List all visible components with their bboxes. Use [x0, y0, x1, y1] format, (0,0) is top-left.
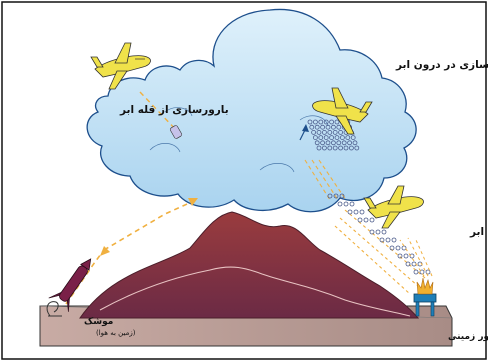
ice-particle — [391, 237, 397, 243]
ice-particle — [349, 201, 355, 207]
rocket-path-arrowhead — [188, 198, 198, 206]
mountain-icon — [79, 211, 420, 319]
ice-particle — [321, 129, 327, 135]
ice-particle — [329, 135, 335, 141]
ice-particle — [314, 124, 320, 130]
label-cloud-top: بارورسازی از قله ابر — [119, 104, 229, 116]
ice-particle — [312, 119, 318, 125]
ice-particle — [318, 119, 324, 125]
ice-particle — [332, 129, 338, 135]
airplane-icon — [363, 185, 424, 229]
ice-particle — [347, 140, 353, 146]
ice-particle — [312, 135, 318, 141]
ice-particle — [311, 129, 317, 135]
ice-particle — [316, 145, 322, 151]
rocket-icon — [48, 258, 92, 312]
ice-particle — [338, 129, 344, 135]
ice-particle — [327, 145, 333, 151]
ice-particle — [327, 129, 333, 135]
ice-particle-cluster — [307, 119, 431, 275]
label-cloud-base: بارورسازی از کف ابر — [469, 226, 488, 238]
ice-particle — [375, 229, 381, 235]
ice-particle — [336, 140, 342, 146]
ice-particle — [405, 261, 411, 267]
updraft-arrowhead — [302, 124, 309, 132]
ice-particle — [341, 140, 347, 146]
ice-particle — [323, 135, 329, 141]
ice-particle — [419, 269, 425, 275]
cloud-inner-contour — [149, 107, 329, 173]
ice-particle — [329, 119, 335, 125]
ice-particle — [357, 217, 363, 223]
ice-particle — [330, 140, 336, 146]
ice-particle — [320, 124, 326, 130]
seeding-path-rocket — [65, 199, 197, 305]
ice-particle — [348, 145, 354, 151]
airplane-icon — [312, 87, 373, 135]
ice-particle — [321, 145, 327, 151]
ice-particle — [369, 217, 375, 223]
label-rocket-sub: (زمین به هوا) — [96, 329, 136, 337]
ice-particle — [353, 209, 359, 215]
ice-particle — [339, 193, 345, 199]
ice-particle — [343, 201, 349, 207]
ice-particle — [338, 145, 344, 151]
ice-particle — [425, 269, 431, 275]
ice-particle — [316, 129, 322, 135]
ice-particle — [354, 145, 360, 151]
seeding-path-cloud-top — [139, 91, 179, 133]
ice-particle — [334, 119, 340, 125]
ice-particle — [381, 229, 387, 235]
seeding-streams-base — [334, 209, 426, 295]
ice-particle — [379, 237, 385, 243]
ice-particle — [330, 124, 336, 130]
ice-particle — [352, 140, 358, 146]
label-ground-generator: ژنراتور زمینی — [448, 332, 488, 342]
ice-particle — [334, 135, 340, 141]
ice-particle — [363, 217, 369, 223]
seeding-canister-icon — [169, 125, 183, 139]
ice-particle — [339, 135, 345, 141]
rocket-path-arrow — [100, 246, 110, 256]
ice-particle — [309, 124, 315, 130]
airplane-icon — [90, 42, 151, 90]
label-rocket: موشک — [84, 317, 113, 327]
ice-particle — [314, 140, 320, 146]
ice-particle — [332, 145, 338, 151]
ice-particle — [323, 119, 329, 125]
ice-particle — [347, 209, 353, 215]
ice-particle — [397, 253, 403, 259]
ice-particle — [350, 135, 356, 141]
seeding-streams-inside — [304, 159, 347, 201]
cloud-icon — [86, 8, 417, 213]
ice-particle — [369, 229, 375, 235]
ice-particle — [343, 145, 349, 151]
ice-particle — [389, 245, 395, 251]
generator-plume — [399, 237, 433, 277]
ice-particle — [345, 135, 351, 141]
ice-particle — [385, 237, 391, 243]
ice-particle — [413, 269, 419, 275]
ice-particle — [327, 193, 333, 199]
ice-particle — [336, 124, 342, 130]
ice-particle — [318, 135, 324, 141]
ice-particle — [320, 140, 326, 146]
label-inside-cloud: بارورسازی در درون ابر — [395, 59, 488, 71]
mountain-ridge-line — [99, 266, 411, 317]
ice-particle — [403, 253, 409, 259]
rocket-launcher-icon — [46, 301, 62, 317]
ice-particle — [395, 245, 401, 251]
ice-particle — [333, 193, 339, 199]
ice-particle — [359, 209, 365, 215]
ice-particle — [337, 201, 343, 207]
ground-generator-icon — [413, 277, 437, 317]
ice-particle — [325, 140, 331, 146]
ice-particle — [325, 124, 331, 130]
ice-particle — [307, 119, 313, 125]
ice-particle — [409, 253, 415, 259]
